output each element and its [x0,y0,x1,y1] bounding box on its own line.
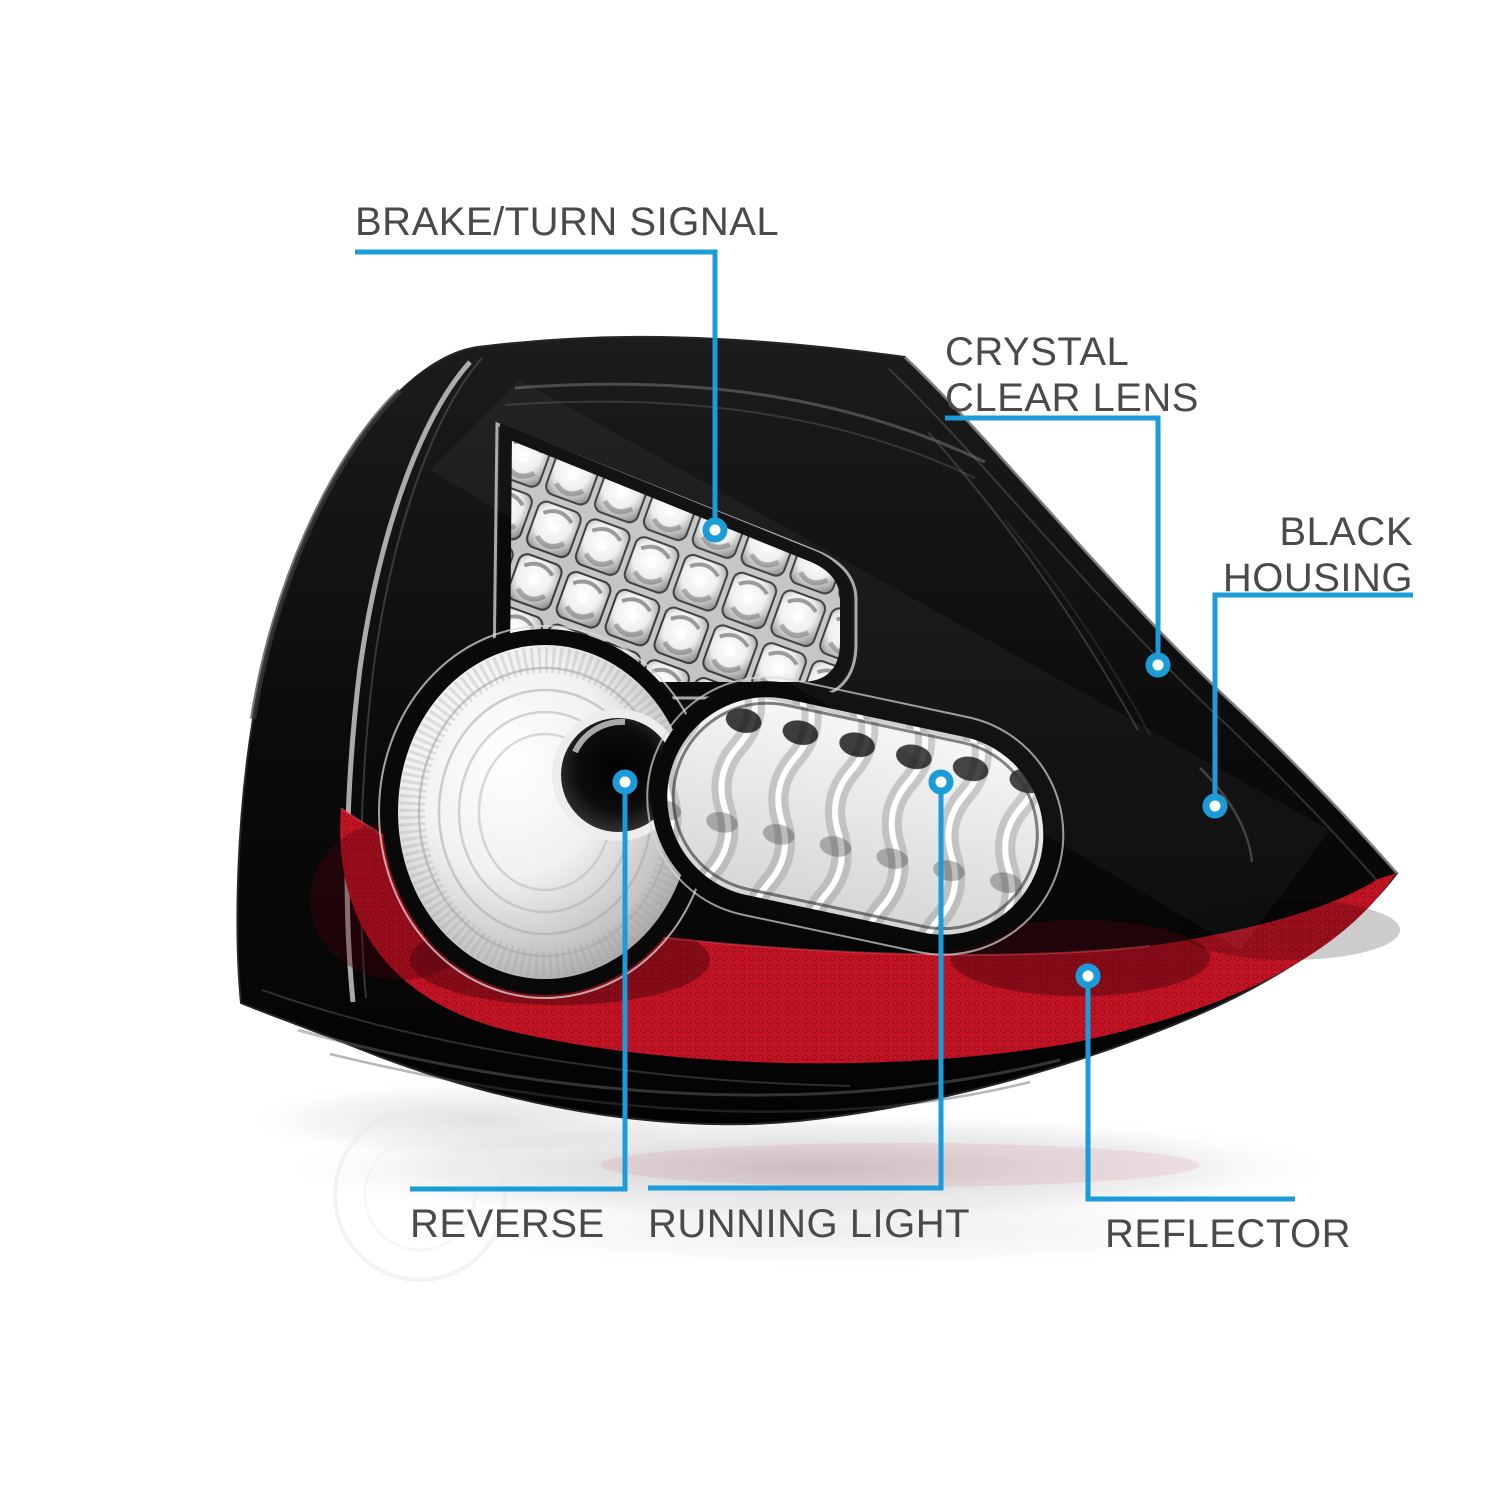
callout-label-line: BLACK [1279,510,1413,554]
callout-line-running-light [648,782,944,1191]
callout-label-line: CRYSTAL [945,330,1130,374]
callout-line-reverse [410,782,628,1192]
callout-line-reflector [1085,976,1295,1202]
callout-label-line: BRAKE/TURN SIGNAL [355,200,780,244]
callout-label-brake-turn-signal: BRAKE/TURN SIGNAL [355,199,779,245]
callout-label-black-housing: BLACK HOUSING [1113,509,1413,601]
callout-label-line: HOUSING [1222,556,1413,600]
callout-label-line: RUNNING LIGHT [648,1202,971,1246]
callout-label-reverse: REVERSE [410,1201,605,1247]
callout-marker-crystal-clear-lens [1145,652,1171,678]
callout-marker-reflector [1075,963,1101,989]
lens-gloss-highlight [430,380,1330,950]
callout-marker-running-light [928,769,954,795]
callout-line-black-housing [1212,592,1413,806]
callout-label-running-light: RUNNING LIGHT [648,1201,970,1247]
callout-label-line: REFLECTOR [1105,1212,1352,1256]
callout-label-line: CLEAR LENS [945,376,1199,420]
callout-line-crystal-clear-lens [945,415,1161,665]
bottom-bezel [261,989,1061,1113]
callout-marker-black-housing [1202,793,1228,819]
product-shadow [240,1080,1350,1282]
callout-label-crystal-clear-lens: CRYSTAL CLEAR LENS [945,329,1199,421]
callout-label-line: REVERSE [410,1202,605,1246]
callout-marker-reverse [612,769,638,795]
callout-label-reflector: REFLECTOR [1105,1211,1351,1257]
running-light-lens [646,676,1065,956]
callout-line-brake-turn-signal [355,249,718,530]
callout-marker-brake-turn-signal [702,517,728,543]
